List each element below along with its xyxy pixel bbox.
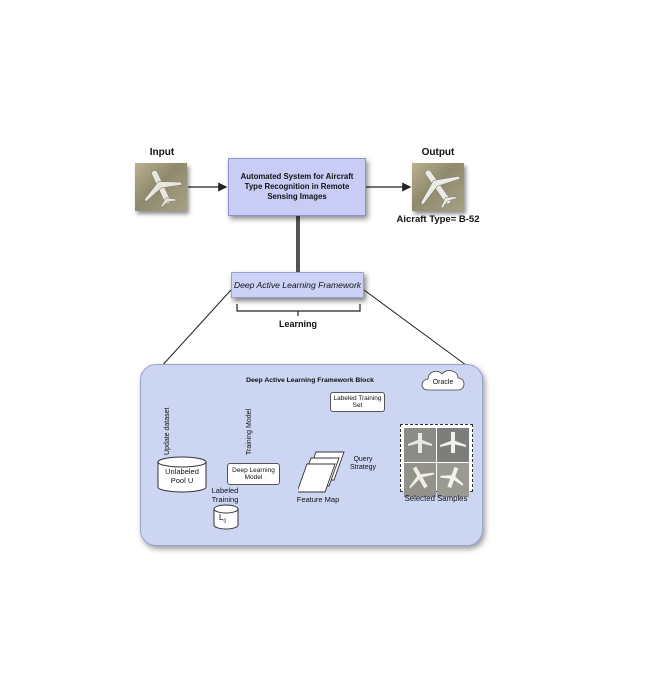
automated-system-text: Automated System for Aircraft Type Recog… [240, 172, 354, 201]
output-caption: Aicraft Type= B-52 [396, 214, 480, 225]
aircraft-icon [144, 170, 183, 209]
sample-image-2 [437, 428, 469, 462]
output-label: Output [421, 147, 455, 158]
connector-system-to-framework [296, 216, 300, 272]
oracle-label: Oracle [432, 379, 454, 386]
training-model-label: Training Model [246, 408, 253, 455]
l0-label: L0 [219, 513, 226, 525]
deep-active-learning-framework-box: Deep Active Learning Framework [231, 272, 364, 298]
learning-brace [236, 304, 361, 312]
output-aircraft-image [412, 163, 464, 211]
aircraft-icon [440, 466, 464, 489]
zoom-line-right [363, 289, 471, 369]
selected-samples-label: Selected Samples [404, 494, 468, 503]
labeled-training-set-top-box: Labeled Training Set [330, 392, 385, 412]
aircraft-icon [440, 432, 466, 453]
input-label: Input [149, 147, 175, 158]
framework-box-label: Deep Active Learning Framework [233, 280, 362, 290]
l0-cylinder [213, 504, 239, 530]
input-aircraft-image [135, 163, 187, 211]
learning-label: Learning [278, 319, 317, 329]
unlabeled-pool-cylinder [157, 456, 207, 493]
aircraft-icon [409, 466, 435, 489]
unlabeled-pool-label: Unlabeled Pool U [165, 467, 199, 485]
automated-system-box: Automated System for Aircraft Type Recog… [228, 158, 366, 216]
l0-subscript: 0 [223, 518, 227, 525]
deep-learning-model-box: Deep Learning Model [227, 463, 280, 485]
oracle-cloud [421, 370, 465, 391]
sample-image-4 [437, 463, 469, 497]
feature-map-stack [298, 451, 345, 493]
update-dataset-label: Update dataset [164, 407, 171, 455]
query-strategy-label: Query Strategy [349, 456, 377, 472]
zoom-line-left [159, 289, 232, 369]
l0-letter: L [219, 513, 224, 522]
sample-image-3 [404, 463, 436, 497]
selected-samples-grid [404, 428, 469, 497]
framework-block-title: Deep Active Learning Framework Block [246, 377, 374, 384]
labeled-training-set-top-text: Labeled Training Set [333, 394, 382, 409]
aircraft-icon [408, 433, 432, 453]
aircraft-icon [420, 169, 461, 209]
sample-image-1 [404, 428, 436, 462]
deep-learning-model-text: Deep Learning Model [232, 466, 275, 481]
feature-map-label: Feature Map [296, 495, 340, 504]
